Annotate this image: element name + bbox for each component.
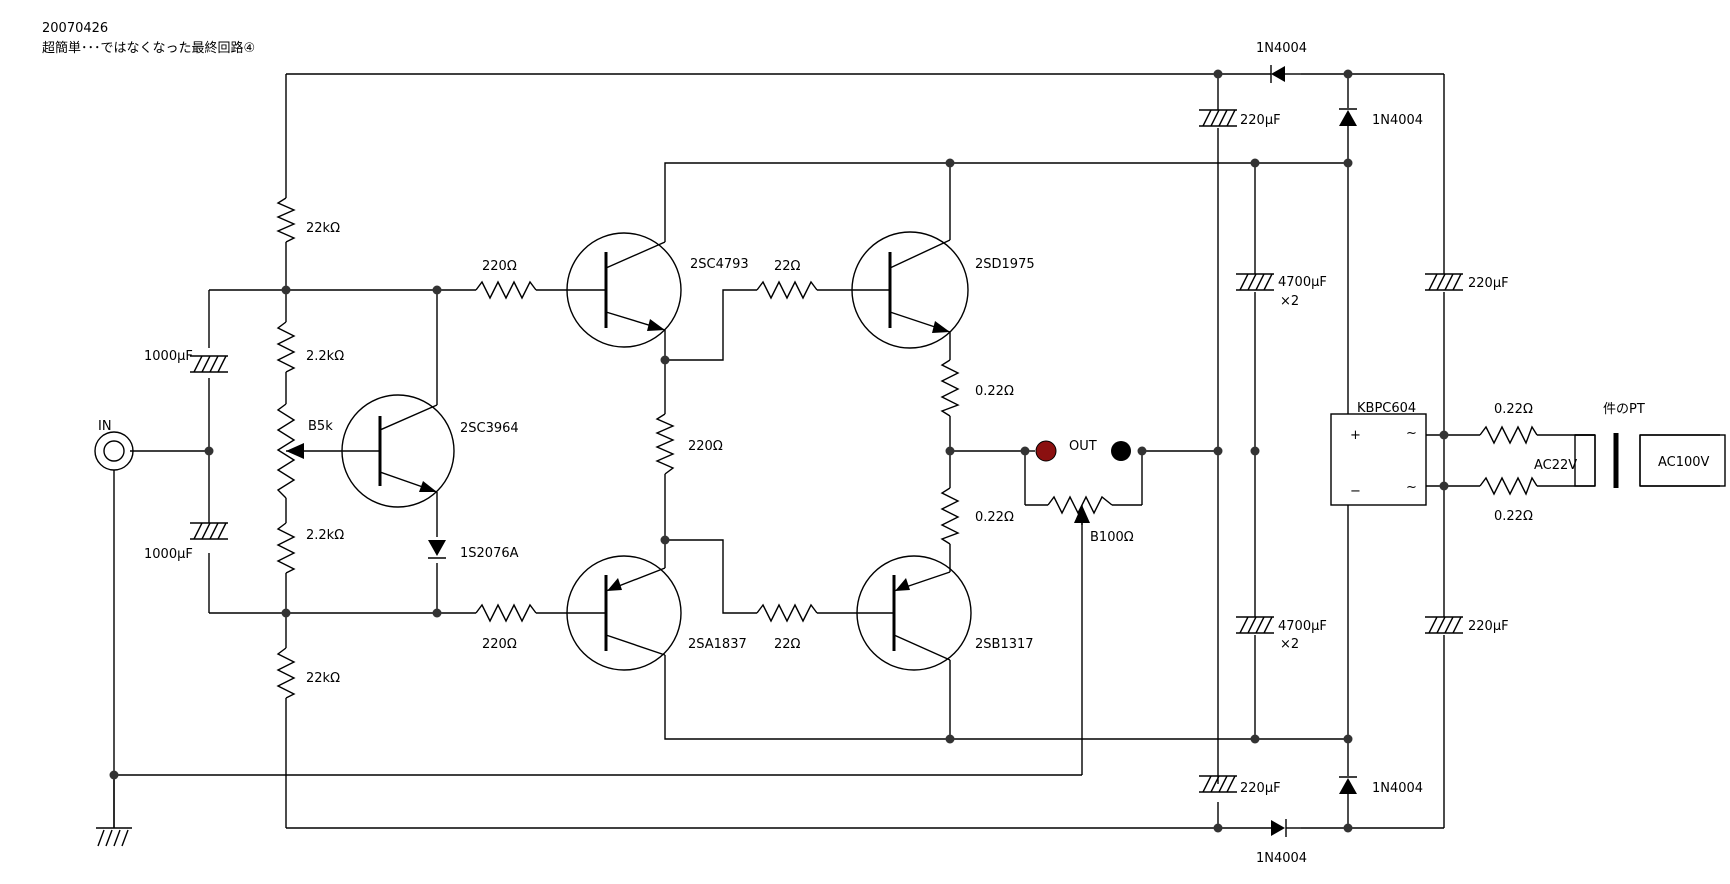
resistor-ac-bottom [1479, 476, 1538, 496]
label-d-1n4004-top-v: 1N4004 [1372, 113, 1423, 128]
label-q-2sb1317: 2SB1317 [975, 637, 1034, 652]
component-labels: IN 22kΩ 2.2kΩ B5k 2.2kΩ 22kΩ 1000μF 1000… [98, 41, 1710, 866]
resistor-22k-top [276, 197, 296, 243]
label-c-1000-bottom: 1000μF [144, 547, 193, 562]
label-bridge-ac2: ~ [1406, 480, 1417, 495]
label-r-22k-bottom: 22kΩ [306, 671, 340, 686]
resistor-2k2-top [276, 321, 296, 373]
diode-1n4004-bottom-v [1339, 776, 1357, 794]
label-q-2sd1975: 2SD1975 [975, 257, 1035, 272]
resistor-22-bottom [756, 603, 818, 623]
label-d-1n4004-top-h: 1N4004 [1256, 41, 1307, 56]
label-r-022-bottom: 0.22Ω [975, 510, 1014, 525]
label-c-4700-bottom-x2: ×2 [1280, 637, 1299, 652]
label-r-2k2-top: 2.2kΩ [306, 349, 344, 364]
cap-1000-top [190, 355, 228, 373]
label-pot-b100: B100Ω [1090, 530, 1134, 545]
transistor-2sc4793 [566, 232, 682, 348]
label-bridge-ac1: ~ [1406, 426, 1417, 441]
b5k-wiper-arrow [286, 443, 304, 459]
label-bridge-minus: − [1350, 484, 1361, 499]
transistor-2sa1837 [566, 555, 682, 671]
input-jack[interactable] [94, 431, 134, 471]
transistor-2sd1975 [851, 231, 969, 349]
label-in: IN [98, 419, 112, 434]
label-c-4700-bottom: 4700μF [1278, 619, 1327, 634]
diode-1n4004-top-v [1339, 108, 1357, 126]
label-r-ac-top: 0.22Ω [1494, 402, 1533, 417]
label-c-220-bottom-right: 220μF [1468, 619, 1509, 634]
bridge-rectifier [1330, 413, 1427, 506]
label-r-22-top: 22Ω [774, 259, 801, 274]
resistor-220-bottom [475, 603, 537, 623]
label-c-4700-top: 4700μF [1278, 275, 1327, 290]
date-label: 20070426 [42, 21, 108, 36]
label-ac100v: AC100V [1658, 455, 1710, 470]
resistor-022-bottom [940, 487, 960, 545]
resistor-22k-bottom [276, 647, 296, 699]
label-r-2k2-bottom: 2.2kΩ [306, 528, 344, 543]
label-pt: 件のPT [1603, 402, 1645, 417]
resistor-22-top [756, 280, 818, 300]
cap-1000-bottom [190, 522, 228, 540]
resistor-2k2-bottom [276, 522, 296, 574]
ground-symbol [96, 827, 132, 847]
transistor-2sb1317 [856, 555, 972, 671]
label-r-22-bottom: 22Ω [774, 637, 801, 652]
label-out: OUT [1069, 439, 1097, 454]
resistor-ac-top [1479, 425, 1538, 445]
cap-4700-top [1236, 273, 1274, 291]
b100-wiper-arrow [1074, 505, 1090, 523]
output-terminals[interactable] [1025, 440, 1131, 462]
label-bridge-plus: + [1350, 428, 1361, 443]
pot-wipers [286, 443, 1090, 525]
label-r-022-top: 0.22Ω [975, 384, 1014, 399]
label-q-2sc4793: 2SC4793 [690, 257, 749, 272]
label-c-220-top-left: 220μF [1240, 113, 1281, 128]
cap-220-bottom-left [1199, 775, 1237, 793]
cap-4700-bottom [1236, 616, 1274, 634]
wires [113, 73, 1720, 829]
transistor-2sc3964 [341, 394, 455, 508]
label-r-ac-bottom: 0.22Ω [1494, 509, 1533, 524]
label-d-1n4004-bottom-h: 1N4004 [1256, 851, 1307, 866]
label-r-22k-top: 22kΩ [306, 221, 340, 236]
label-d-1s2076a: 1S2076A [460, 546, 519, 561]
label-c-1000-top: 1000μF [144, 349, 193, 364]
resistor-220-mid [655, 413, 675, 475]
label-ac22v: AC22V [1534, 458, 1577, 473]
diode-1s2076a [428, 540, 446, 559]
diode-1n4004-top-h [1270, 65, 1301, 83]
resistors [276, 197, 1538, 699]
pot-b5k-body [276, 403, 296, 499]
cap-220-top-left [1199, 109, 1237, 127]
label-c-220-top-right: 220μF [1468, 276, 1509, 291]
capacitors [190, 109, 1463, 793]
pot-b100-body [1047, 495, 1113, 515]
label-r-220-top: 220Ω [482, 259, 517, 274]
transformer [1574, 433, 1726, 488]
label-bridge: KBPC604 [1357, 401, 1416, 416]
label-c-220-bottom-left: 220μF [1240, 781, 1281, 796]
label-c-4700-top-x2: ×2 [1280, 294, 1299, 309]
label-q-2sa1837: 2SA1837 [688, 637, 747, 652]
resistor-220-top [475, 280, 537, 300]
label-q-2sc3964: 2SC3964 [460, 421, 519, 436]
cap-220-bottom-right [1425, 616, 1463, 634]
label-r-220-bottom: 220Ω [482, 637, 517, 652]
circuit-title: 超簡単･･･ではなくなった最終回路④ [42, 40, 255, 56]
output-hot-terminal [1035, 440, 1057, 462]
transistors [341, 231, 972, 671]
diode-1n4004-bottom-h [1271, 819, 1301, 837]
output-gnd-terminal [1111, 441, 1131, 461]
diodes [428, 65, 1357, 837]
label-r-220-mid: 220Ω [688, 439, 723, 454]
cap-220-top-right [1425, 273, 1463, 291]
junctions [109, 69, 1449, 833]
label-d-1n4004-bottom-v: 1N4004 [1372, 781, 1423, 796]
label-pot-b5k: B5k [308, 419, 333, 434]
resistor-022-top [940, 359, 960, 417]
